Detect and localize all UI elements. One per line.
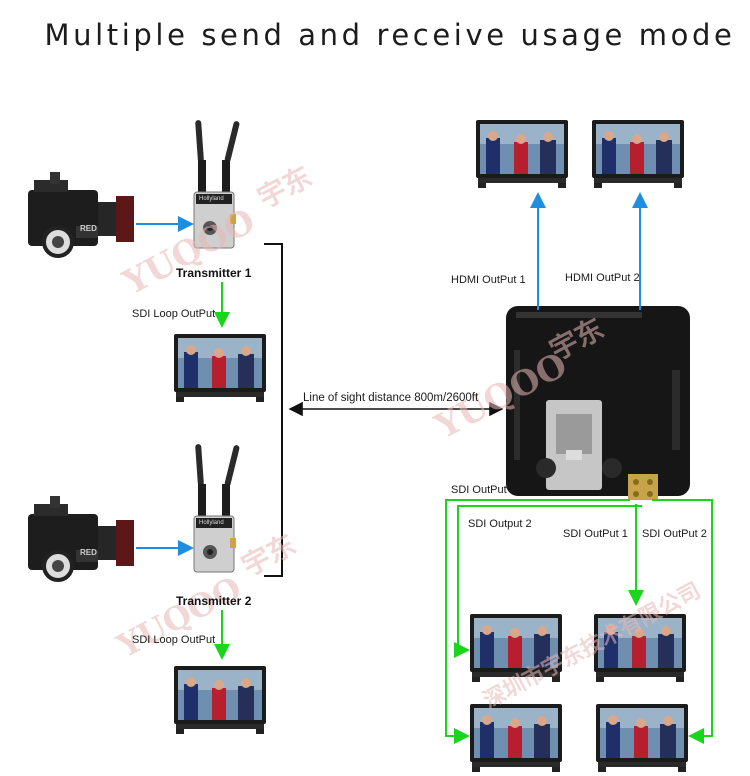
- sdi-output-1-left-label: SDI OutPut 1: [451, 484, 516, 496]
- transmitter-2-badge: Hollyland: [199, 520, 224, 526]
- monitor-hdmi-1: [476, 120, 568, 188]
- sdi-output-1-right-label: SDI OutPut 1: [563, 528, 628, 540]
- transmitter-2-label: Transmitter 2: [176, 594, 252, 608]
- line-of-sight-label: Line of sight distance 800m/2600ft: [303, 392, 479, 404]
- camera-1-icon: [26, 170, 136, 258]
- monitor-sdi-3: [470, 704, 562, 772]
- camera-1-brand: RED: [80, 224, 97, 233]
- sdi-output-2-right-label: SDI OutPut 2: [642, 528, 707, 540]
- camera-2-brand: RED: [80, 548, 97, 557]
- monitor-hdmi-2: [592, 120, 684, 188]
- monitor-tx1-loop: [174, 334, 266, 402]
- hdmi-output-1-label: HDMI OutPut 1: [451, 274, 526, 286]
- transmitter-1-badge: Hollyland: [199, 196, 224, 202]
- tx1-loop-output-label: SDI Loop OutPut: [132, 308, 216, 320]
- monitor-sdi-4: [596, 704, 688, 772]
- monitor-tx2-loop: [174, 666, 266, 734]
- diagram-title: Multiple send and receive usage mode: [44, 18, 736, 52]
- hdmi-output-2-label: HDMI OutPut 2: [565, 272, 640, 284]
- transmitter-2-device: [193, 443, 241, 573]
- sdi-output-2-left-label: SDI Output 2: [468, 518, 532, 530]
- transmitter-1-label: Transmitter 1: [176, 266, 252, 280]
- camera-2-icon: [26, 494, 136, 582]
- receiver-monitor-device: [506, 306, 690, 500]
- tx2-loop-output-label: SDI Loop OutPut: [132, 634, 216, 646]
